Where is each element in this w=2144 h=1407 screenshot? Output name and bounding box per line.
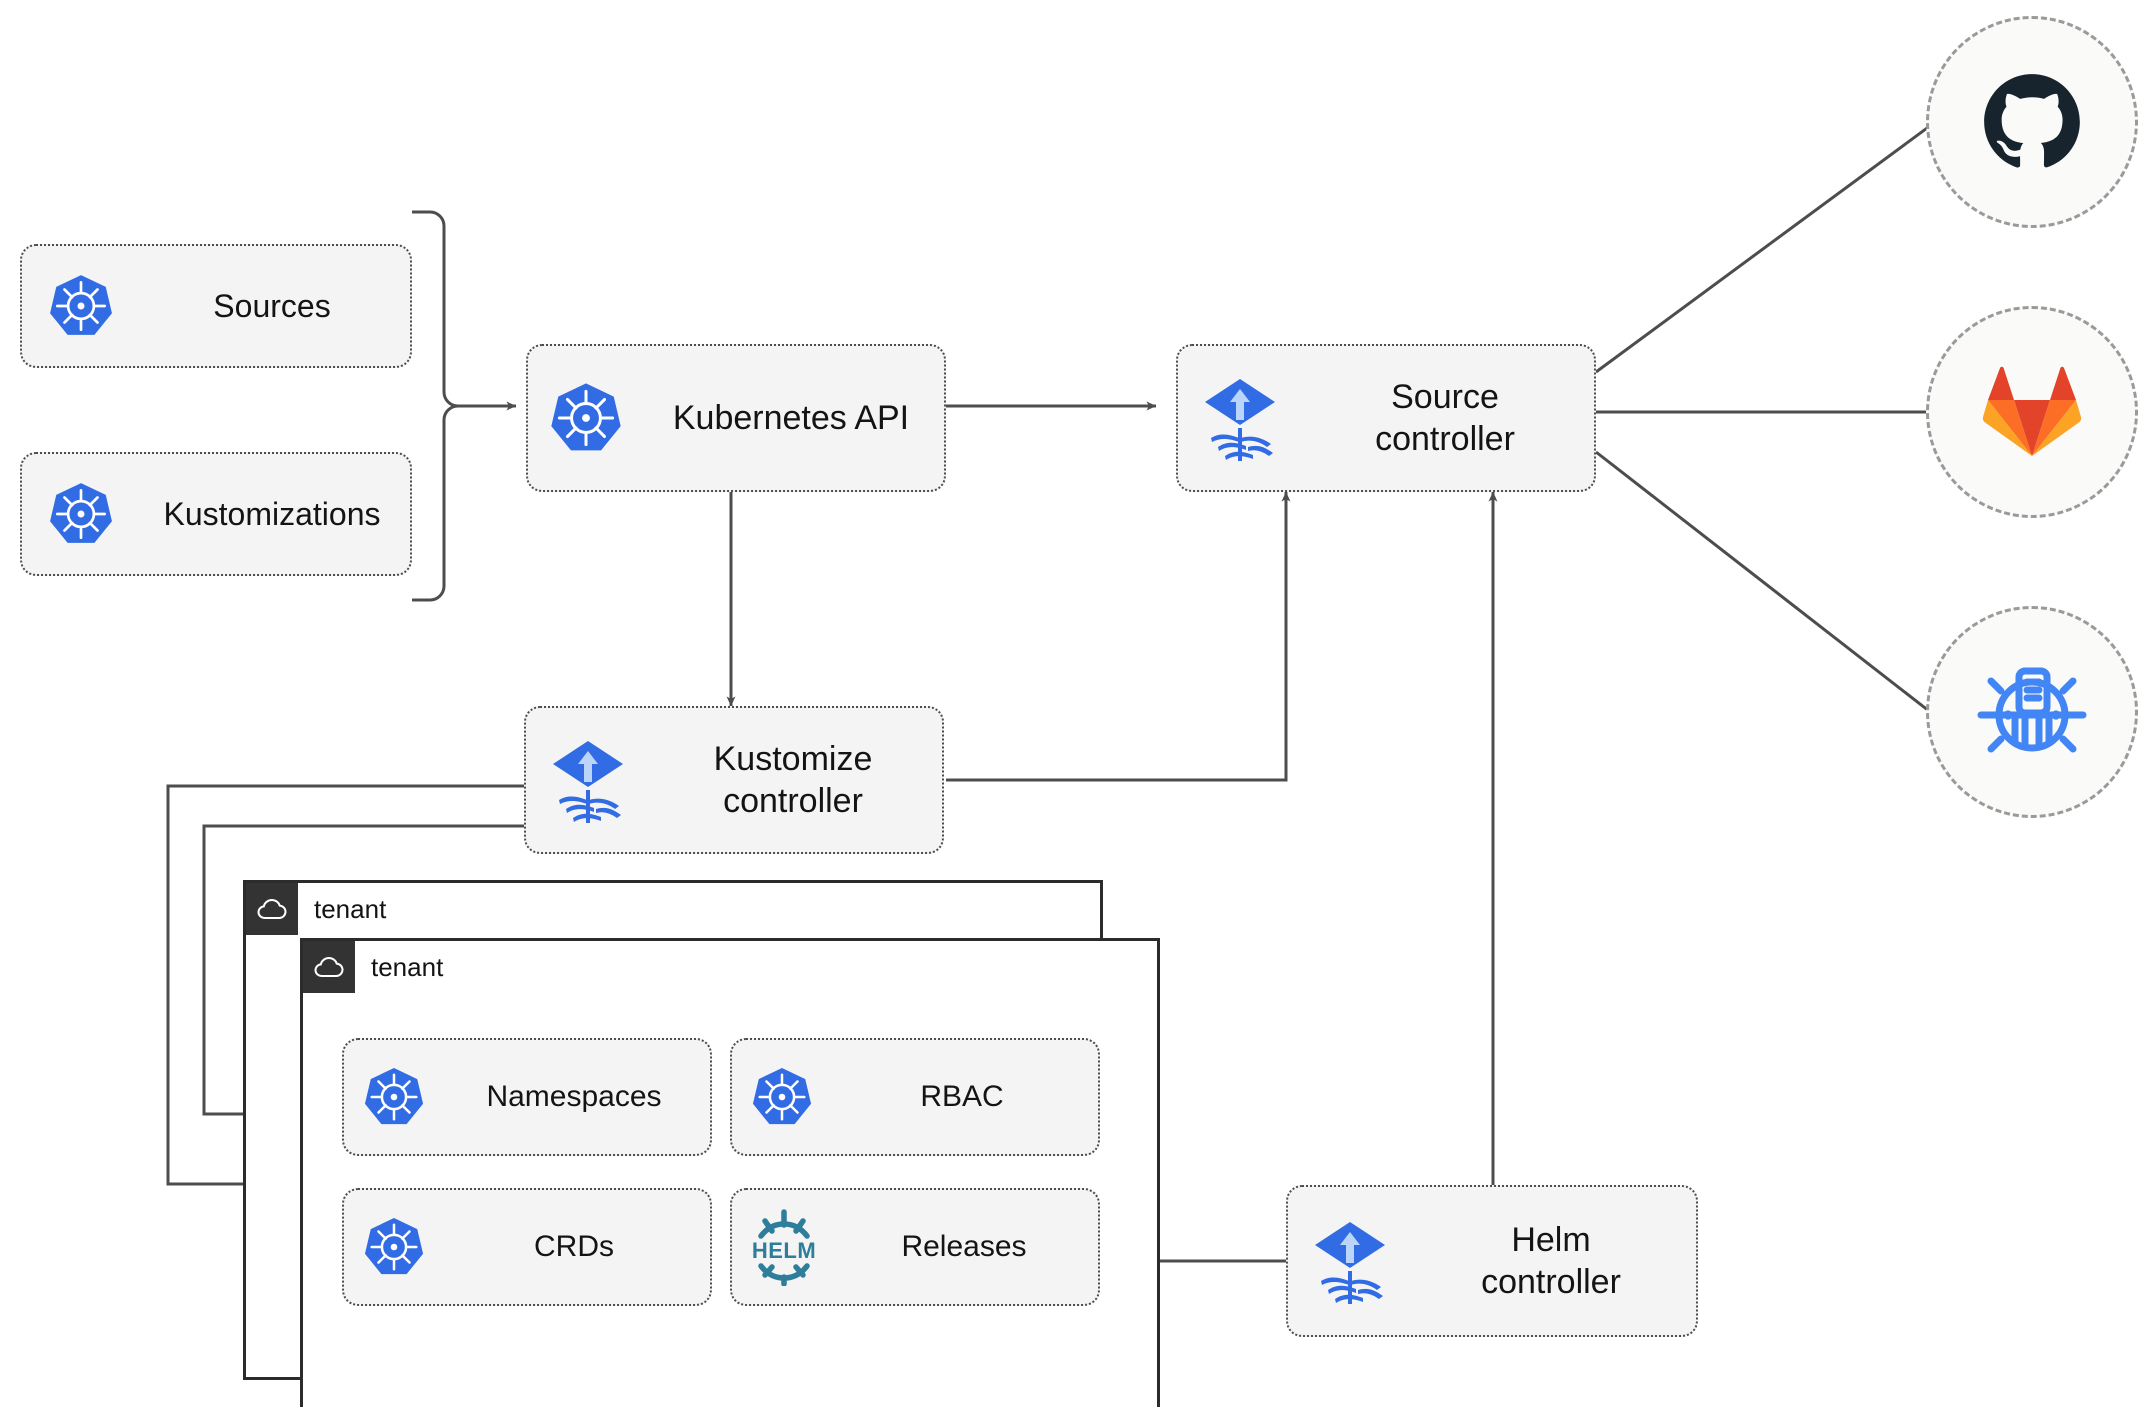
provider-github[interactable] bbox=[1926, 16, 2138, 228]
wire-kustomize-to-source bbox=[946, 491, 1291, 782]
resource-label-kustomizations: Kustomizations bbox=[163, 496, 381, 532]
node-source-controller[interactable]: Source controller bbox=[1176, 344, 1596, 492]
wire-source-to-github bbox=[1595, 118, 1939, 374]
resource-box-kustomizations[interactable]: Kustomizations bbox=[20, 452, 412, 576]
flux-icon bbox=[1288, 1218, 1412, 1304]
tenant-resource-label-crds: CRDs bbox=[534, 1230, 614, 1264]
tenant-back-titlebar: tenant bbox=[246, 883, 386, 935]
kubernetes-icon bbox=[732, 1066, 832, 1128]
github-icon bbox=[1984, 74, 2080, 168]
resource-label-sources: Sources bbox=[213, 288, 331, 324]
node-label-source-controller: Source controller bbox=[1375, 377, 1515, 459]
tenant-container-front[interactable]: tenant bbox=[300, 938, 1160, 1407]
svg-text:HELM: HELM bbox=[752, 1238, 816, 1263]
kubernetes-icon bbox=[344, 1066, 444, 1128]
tenant-resource-label-rbac: RBAC bbox=[920, 1080, 1004, 1114]
brace-sources-group bbox=[412, 210, 459, 602]
helm-repository-icon bbox=[1977, 667, 2087, 753]
wire-source-to-bucket bbox=[1595, 450, 1939, 720]
tenant-resource-label-namespaces: Namespaces bbox=[486, 1080, 662, 1114]
cloud-icon bbox=[246, 883, 298, 935]
gitlab-icon bbox=[1982, 366, 2082, 456]
node-label-kustomize-controller: Kustomize controller bbox=[713, 739, 873, 821]
tenant-resource-namespaces[interactable]: Namespaces bbox=[342, 1038, 712, 1156]
node-kustomize-controller[interactable]: Kustomize controller bbox=[524, 706, 944, 854]
cloud-icon bbox=[303, 941, 355, 993]
node-helm-controller[interactable]: Helm controller bbox=[1286, 1185, 1698, 1337]
tenant-front-titlebar: tenant bbox=[303, 941, 443, 993]
flux-icon bbox=[1178, 375, 1302, 461]
tenant-back-label: tenant bbox=[314, 893, 387, 924]
kubernetes-icon bbox=[22, 481, 140, 547]
node-label-helm-controller: Helm controller bbox=[1481, 1220, 1621, 1302]
node-label-kubernetes-api: Kubernetes API bbox=[672, 398, 910, 437]
tenant-resource-label-releases: Releases bbox=[901, 1230, 1027, 1264]
tenant-front-label: tenant bbox=[371, 951, 444, 982]
kubernetes-icon bbox=[22, 273, 140, 339]
resource-box-sources[interactable]: Sources bbox=[20, 244, 412, 368]
tenant-resource-rbac[interactable]: RBAC bbox=[730, 1038, 1100, 1156]
node-kubernetes-api[interactable]: Kubernetes API bbox=[526, 344, 946, 492]
provider-gitlab[interactable] bbox=[1926, 306, 2138, 518]
helm-icon: HELM bbox=[732, 1208, 836, 1286]
tenant-resource-crds[interactable]: CRDs bbox=[342, 1188, 712, 1306]
tenant-resource-releases[interactable]: HELM Releases bbox=[730, 1188, 1100, 1306]
provider-helm-repository[interactable] bbox=[1926, 606, 2138, 818]
kubernetes-icon bbox=[528, 381, 644, 455]
kubernetes-icon bbox=[344, 1216, 444, 1278]
flux-icon bbox=[526, 737, 650, 823]
